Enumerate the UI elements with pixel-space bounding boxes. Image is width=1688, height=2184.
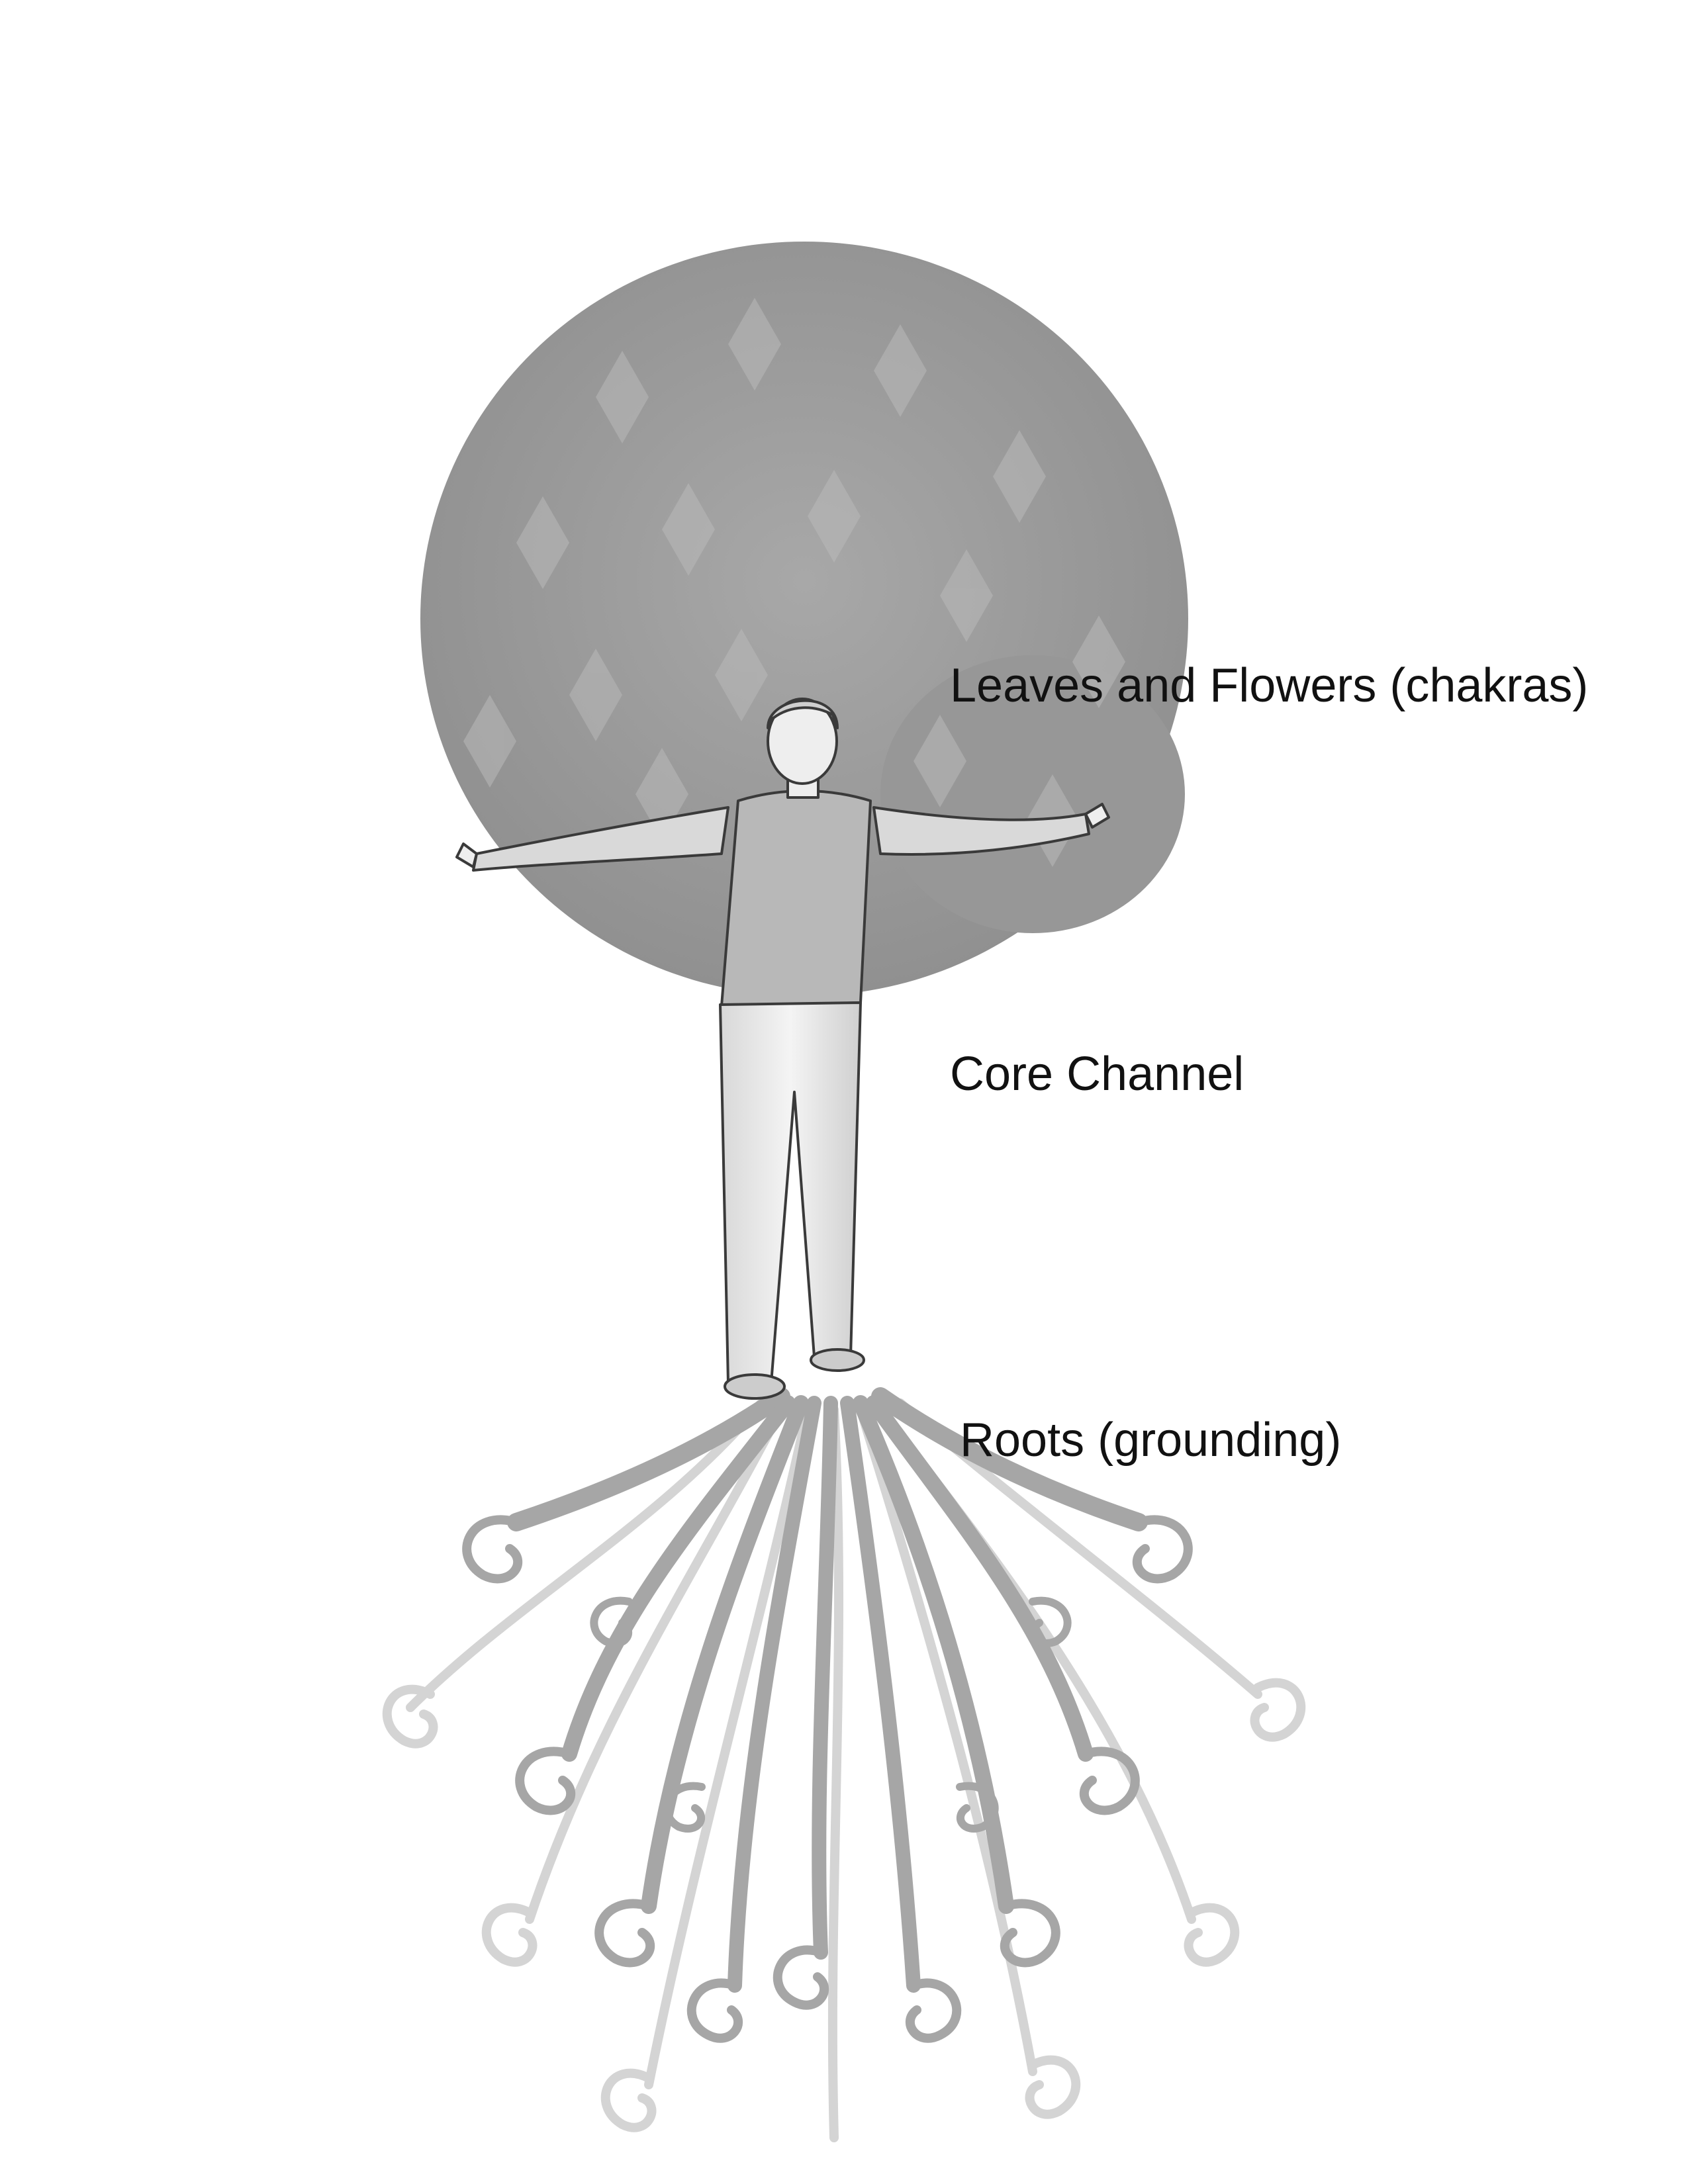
person-figure-icon [455, 698, 1110, 1400]
leaves-and-flowers-label: Leaves and Flowers (chakras) [950, 659, 1589, 712]
roots-grounding-label: Roots (grounding) [960, 1414, 1342, 1467]
core-channel-label: Core Channel [950, 1048, 1244, 1101]
roots-near-layer [462, 1387, 1193, 2043]
tree-canopy [420, 242, 1188, 996]
